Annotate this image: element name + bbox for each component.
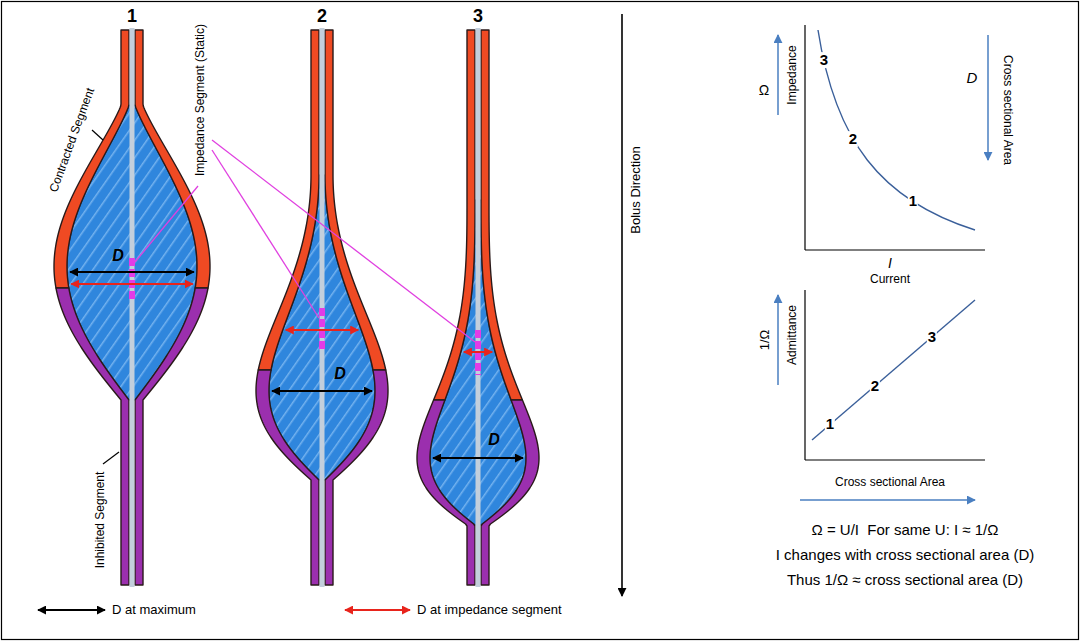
contracted-wall bbox=[258, 30, 319, 370]
axis-title: Current bbox=[870, 273, 910, 286]
legend-text: D at maximum bbox=[112, 603, 196, 617]
equation-note: I changes with cross sectional area (D) bbox=[776, 547, 1034, 563]
axis-title: Impedance bbox=[786, 45, 799, 104]
dimension-label: D bbox=[334, 366, 346, 383]
leader-line bbox=[212, 140, 475, 342]
legend-sample bbox=[345, 609, 410, 611]
impedance-diameter-arrow bbox=[464, 351, 492, 353]
axis-symbol: I bbox=[888, 256, 892, 271]
axis-title: Admittance bbox=[786, 305, 799, 365]
max-diameter-arrow bbox=[272, 390, 372, 392]
figure-number: 3 bbox=[473, 7, 483, 26]
impedance-segment bbox=[129, 258, 135, 300]
axis-arrow bbox=[987, 35, 989, 160]
equation-note: Thus 1/Ω ≈ cross sectional area (D) bbox=[787, 572, 1023, 588]
impedance-diameter-arrow bbox=[286, 329, 359, 331]
esophagus-figure bbox=[54, 28, 210, 587]
esophagus-figure bbox=[417, 28, 539, 587]
max-diameter-arrow bbox=[433, 457, 523, 459]
inhibited-wall bbox=[481, 400, 539, 585]
admittance-line bbox=[812, 300, 975, 440]
axis-symbol: D bbox=[967, 70, 978, 86]
callout-number: 1 bbox=[908, 193, 918, 209]
chart-axis bbox=[805, 459, 985, 460]
figure-number: 1 bbox=[127, 7, 137, 26]
callout-number: 2 bbox=[870, 378, 880, 394]
axis-title: Cross sectional Area bbox=[835, 476, 945, 489]
axis-symbol: 1/Ω bbox=[758, 330, 772, 351]
legend-sample bbox=[38, 609, 105, 611]
part-name: Contracted Segment bbox=[47, 86, 96, 194]
axis-arrow bbox=[800, 499, 975, 501]
direction-arrow bbox=[621, 14, 623, 596]
contracted-wall bbox=[481, 30, 522, 400]
callout-number: 3 bbox=[819, 52, 829, 68]
esophagus-figure bbox=[256, 28, 388, 587]
chart-axis bbox=[804, 290, 805, 460]
axis-title: Cross sectional Area bbox=[1002, 55, 1015, 165]
leader-line bbox=[135, 186, 198, 262]
catheter bbox=[320, 28, 325, 587]
inhibited-wall bbox=[135, 288, 208, 585]
chart-axis bbox=[804, 25, 805, 250]
leader-line bbox=[92, 130, 103, 140]
axis-arrow bbox=[777, 35, 779, 115]
legend-text: D at impedance segment bbox=[417, 603, 562, 617]
callout-number: 1 bbox=[825, 416, 835, 432]
contracted-wall bbox=[54, 30, 129, 288]
catheter bbox=[130, 28, 135, 587]
chart-axis bbox=[805, 249, 985, 250]
contracted-wall bbox=[434, 30, 475, 400]
part-name: Impedance Segment (Static) bbox=[194, 24, 207, 176]
contracted-wall bbox=[325, 30, 386, 370]
direction-label: Bolus Direction bbox=[629, 146, 643, 233]
callout-number: 3 bbox=[927, 329, 937, 345]
axis-symbol: Ω bbox=[759, 83, 769, 98]
leader-line bbox=[103, 452, 119, 464]
legend-samples bbox=[38, 610, 410, 611]
max-diameter-arrow bbox=[70, 271, 194, 273]
impedance-diameter-arrow bbox=[71, 283, 193, 285]
inhibited-wall bbox=[56, 288, 129, 585]
equation-note: Ω = U/I For same U: I ≈ 1/Ω bbox=[812, 522, 999, 538]
leader-line bbox=[212, 150, 319, 318]
part-name: Inhibited Segment bbox=[94, 472, 107, 569]
inhibited-wall bbox=[256, 370, 319, 585]
axis-arrow bbox=[777, 295, 779, 385]
impedance-curve bbox=[818, 30, 975, 230]
contracted-wall bbox=[135, 30, 210, 288]
dimension-label: D bbox=[112, 248, 124, 265]
catheter bbox=[476, 28, 481, 587]
callout-number: 2 bbox=[848, 131, 858, 147]
dimension-label: D bbox=[488, 432, 500, 449]
esophagus-figures bbox=[54, 28, 539, 587]
figure-number: 2 bbox=[317, 7, 327, 26]
inhibited-wall bbox=[325, 370, 388, 585]
inhibited-wall bbox=[417, 400, 475, 585]
